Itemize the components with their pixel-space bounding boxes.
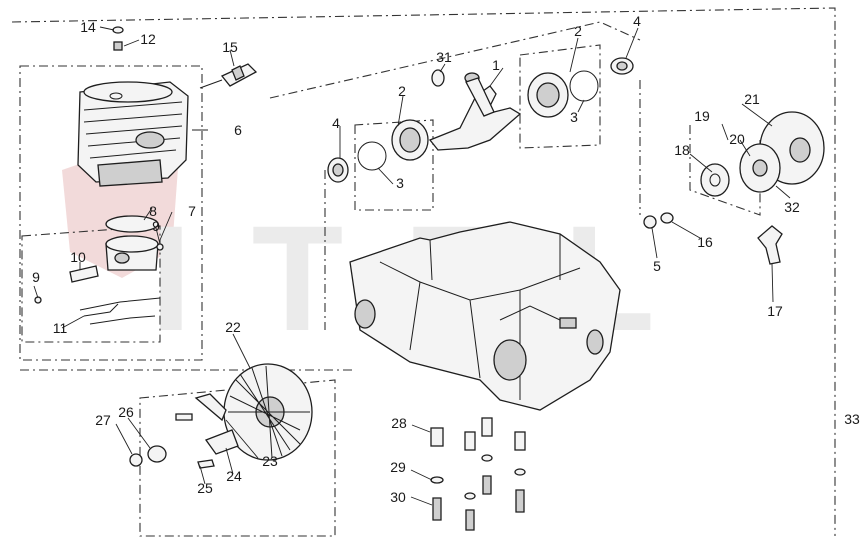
bolt-parts xyxy=(430,417,526,531)
spark-plug-part xyxy=(199,63,258,89)
callout-21: 21 xyxy=(744,91,760,107)
callout-26: 26 xyxy=(118,404,134,420)
piston-pin-part xyxy=(69,265,99,283)
piston-part xyxy=(34,215,164,304)
callout-1: 1 xyxy=(492,57,500,73)
callout-labels: 1 2 2 3 3 4 4 5 6 7 8 9 9 10 11 12 14 15… xyxy=(32,13,860,505)
callout-15: 15 xyxy=(222,39,238,55)
frame-flywheel-group xyxy=(139,379,336,537)
bearing-seal-parts xyxy=(327,57,634,183)
bracket-23 xyxy=(194,393,227,422)
frame-outer-33 xyxy=(11,7,836,536)
callout-2: 2 xyxy=(574,23,582,39)
callout-29: 29 xyxy=(390,459,406,475)
assembly-frames xyxy=(11,7,836,537)
callout-18: 18 xyxy=(674,142,690,158)
leader-lines xyxy=(33,26,791,506)
callout-28: 28 xyxy=(391,415,407,431)
callout-8: 8 xyxy=(149,203,157,219)
flywheel-part xyxy=(129,363,313,469)
callout-23: 23 xyxy=(262,453,278,469)
callout-7: 7 xyxy=(188,203,196,219)
callout-3: 3 xyxy=(570,109,578,125)
callout-20: 20 xyxy=(729,131,745,147)
frame-piston-group-7 xyxy=(21,225,161,343)
clutch-parts xyxy=(643,111,825,265)
frame-cylinder-group-6 xyxy=(19,65,203,361)
callout-6: 6 xyxy=(234,122,242,138)
bracket-24 xyxy=(204,429,239,455)
callout-12: 12 xyxy=(140,31,156,47)
valve-parts-12-14 xyxy=(112,26,124,51)
callout-10: 10 xyxy=(70,249,86,265)
callout-19: 19 xyxy=(694,108,710,124)
callout-25: 25 xyxy=(197,480,213,496)
callout-4: 4 xyxy=(633,13,641,29)
needle-bearing-31-part xyxy=(431,69,445,87)
washer-16 xyxy=(660,212,674,224)
washer-26 xyxy=(147,445,167,463)
callout-17: 17 xyxy=(767,303,783,319)
callout-24: 24 xyxy=(226,468,242,484)
callout-27: 27 xyxy=(95,412,111,428)
crankshaft-part xyxy=(428,69,522,151)
circlip-9a-part xyxy=(156,243,164,251)
callout-33: 33 xyxy=(844,411,860,427)
callout-14: 14 xyxy=(80,19,96,35)
frame-bearing-right xyxy=(519,44,601,149)
frame-crank-top xyxy=(269,21,641,99)
callout-5: 5 xyxy=(653,258,661,274)
crankcase-part xyxy=(349,221,621,411)
callout-9: 9 xyxy=(152,218,160,234)
gasket-part xyxy=(79,297,161,325)
callout-11: 11 xyxy=(53,320,68,336)
washer-18 xyxy=(700,163,730,197)
callout-9: 9 xyxy=(32,269,40,285)
callout-16: 16 xyxy=(697,234,713,250)
nut-27 xyxy=(129,453,143,467)
spanner-17 xyxy=(757,225,783,265)
screw-25b xyxy=(197,459,215,469)
callout-30: 30 xyxy=(390,489,406,505)
callout-22: 22 xyxy=(225,319,241,335)
callout-3: 3 xyxy=(396,175,404,191)
screw-25a xyxy=(175,413,193,421)
callout-31: 31 xyxy=(436,49,452,65)
callout-4: 4 xyxy=(332,115,340,131)
cylinder-part xyxy=(77,81,189,187)
callout-32: 32 xyxy=(784,199,800,215)
nut-5 xyxy=(643,215,657,229)
callout-2: 2 xyxy=(398,83,406,99)
